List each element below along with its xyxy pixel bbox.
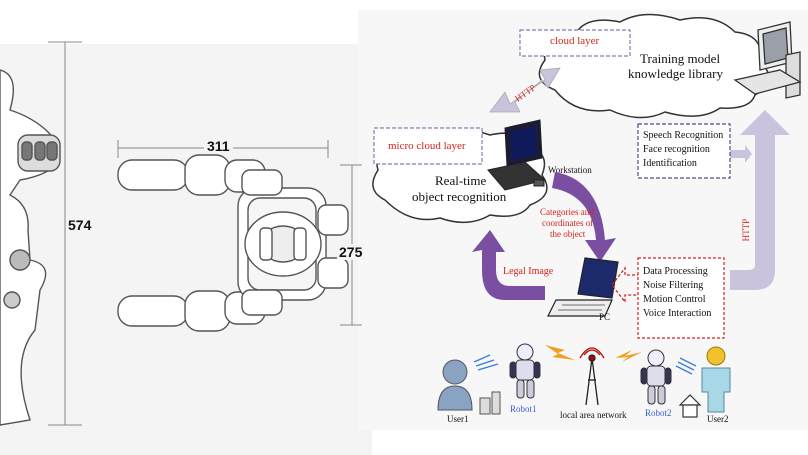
micro-cloud-layer-label: micro cloud layer xyxy=(388,140,466,152)
speech-line2: Face recognition xyxy=(643,144,710,155)
robot2-icon xyxy=(640,349,672,405)
depth-dimension-label: 275 xyxy=(337,244,365,261)
robot1-icon xyxy=(509,343,541,399)
data-line4: Voice Interaction xyxy=(643,308,712,319)
workstation-label: Workstation xyxy=(548,165,592,175)
data-line3: Motion Control xyxy=(643,294,706,305)
top-blank xyxy=(0,0,372,44)
purple-arrow-down xyxy=(552,172,616,262)
categories-line2: coordinates of xyxy=(542,218,594,228)
user2-label: User2 xyxy=(707,414,729,424)
dashed-arrow-data xyxy=(611,266,640,304)
lan-label: local area network xyxy=(560,410,627,420)
user1-icon xyxy=(437,359,473,411)
purple-arrow-up xyxy=(472,230,545,300)
cloud-layer-box xyxy=(519,29,631,57)
lightning-left-icon xyxy=(545,345,575,360)
lightning-right-icon xyxy=(615,350,642,362)
building-icon xyxy=(479,391,501,415)
training-library-line1: Training model xyxy=(640,51,721,66)
wifi-waves-left xyxy=(473,354,499,371)
categories-line3: the object xyxy=(550,229,586,239)
monitor-icon xyxy=(733,21,802,99)
user2-icon xyxy=(701,346,731,413)
http-top-arrow xyxy=(489,67,561,113)
antenna-icon xyxy=(579,347,605,406)
legal-image-label: Legal Image xyxy=(503,266,554,277)
speech-line1: Speech Recognition xyxy=(643,130,724,141)
height-dimension-label: 574 xyxy=(66,217,94,234)
realtime-line2: object recognition xyxy=(412,189,507,204)
house-icon xyxy=(678,394,702,418)
top-view-robot xyxy=(117,154,349,332)
http-right-label: HTTP xyxy=(741,218,752,242)
speech-line3: Identification xyxy=(643,158,697,169)
categories-line1: Categories and xyxy=(540,207,594,217)
data-line2: Noise Filtering xyxy=(643,280,704,291)
http-right-arrow xyxy=(730,110,790,290)
speech-box xyxy=(637,123,731,179)
robot1-label: Robot1 xyxy=(510,404,537,414)
laptop-icon xyxy=(547,257,619,317)
training-library-line2: knowledge library xyxy=(628,66,723,81)
user1-label: User1 xyxy=(447,414,469,424)
cloud-layer-label: cloud layer xyxy=(550,35,600,47)
pc-label: PC xyxy=(599,312,611,322)
data-box xyxy=(637,257,725,339)
workstation-icon xyxy=(487,119,547,191)
robot2-label: Robot2 xyxy=(645,408,672,418)
width-dimension-label: 311 xyxy=(204,138,233,155)
wifi-waves-right xyxy=(675,357,697,375)
data-line1: Data Processing xyxy=(643,266,708,277)
micro-cloud-layer-box xyxy=(373,127,483,165)
realtime-line1: Real-time xyxy=(435,173,487,188)
